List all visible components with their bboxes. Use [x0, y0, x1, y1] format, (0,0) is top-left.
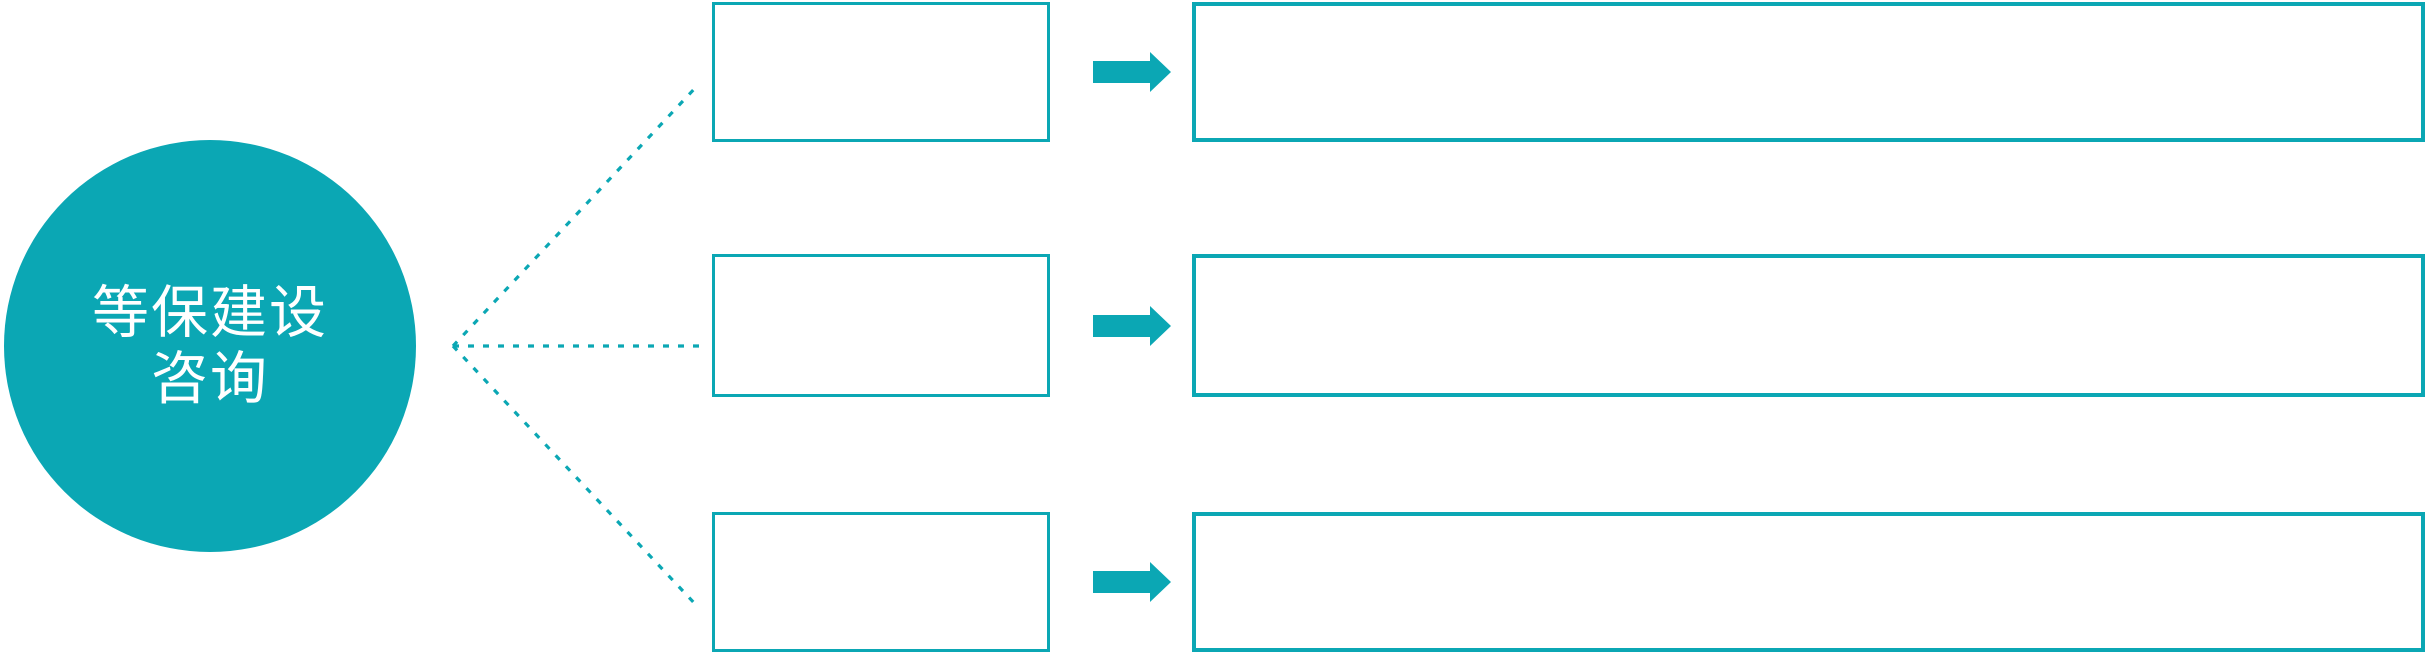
- circle-label-line-1: 等保建设: [92, 281, 328, 345]
- dashed-line-top-icon: [451, 84, 699, 348]
- small-box-row3: [712, 512, 1050, 652]
- arrow-right-row1-icon: [1093, 52, 1171, 92]
- arrow-right-row3-icon: [1093, 562, 1171, 602]
- small-box-row2: [712, 254, 1050, 397]
- dashed-line-bottom-icon: [451, 344, 699, 608]
- arrow-right-row2-icon: [1093, 306, 1171, 346]
- large-box-row2: [1192, 254, 2425, 397]
- large-box-row1: [1192, 2, 2425, 142]
- root-node-circle: 等保建设 咨询: [4, 140, 416, 552]
- circle-label-line-2: 咨询: [151, 347, 269, 411]
- large-box-row3: [1192, 512, 2425, 652]
- small-box-row1: [712, 2, 1050, 142]
- dashed-connector-lines: [451, 84, 703, 608]
